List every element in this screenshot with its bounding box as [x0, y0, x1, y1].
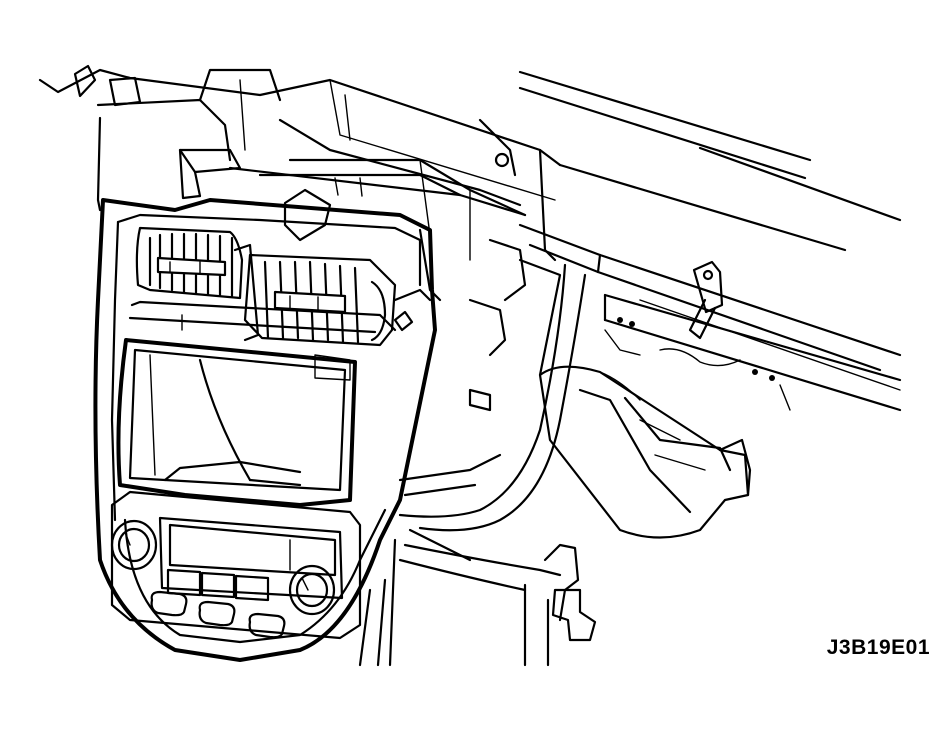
air-vent-right [243, 253, 432, 347]
air-vent-left [135, 226, 244, 300]
climate-control-panel [110, 490, 362, 640]
center-bezel [93, 198, 437, 662]
storage-pocket-opening [116, 338, 357, 507]
temperature-knob [110, 519, 158, 571]
control-buttons-row [150, 590, 286, 639]
fan-speed-knob [288, 564, 336, 616]
upper-dashboard [38, 64, 902, 262]
lower-dash-panel [358, 238, 597, 667]
lower-glove-box-duct [518, 258, 752, 539]
vent-frame [128, 188, 397, 381]
right-support-structure [518, 223, 902, 412]
figure-code-label: J3B19E01 [826, 636, 930, 659]
